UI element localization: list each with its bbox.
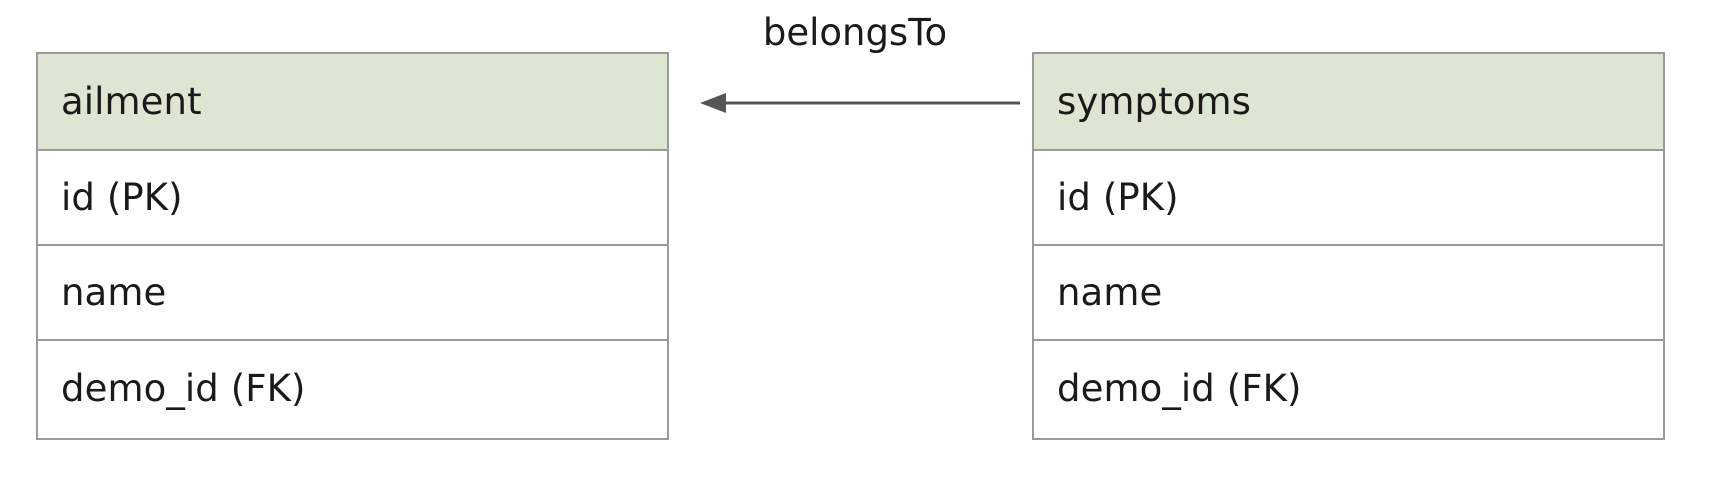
entity-symptoms-field-0: id (PK) xyxy=(1034,151,1663,246)
entity-ailment-field-1: name xyxy=(38,246,667,341)
field-label: id (PK) xyxy=(1057,176,1179,219)
entity-symptoms-field-2: demo_id (FK) xyxy=(1034,341,1663,436)
entity-ailment-header: ailment xyxy=(38,54,667,151)
relationship-label-belongsto: belongsTo xyxy=(762,11,948,54)
field-label: id (PK) xyxy=(61,176,183,219)
entity-ailment-title: ailment xyxy=(61,80,202,123)
entity-symptoms-field-1: name xyxy=(1034,246,1663,341)
entity-symptoms-title: symptoms xyxy=(1057,80,1251,123)
entity-symptoms[interactable]: symptoms id (PK) name demo_id (FK) xyxy=(1032,52,1665,440)
field-label: demo_id (FK) xyxy=(1057,367,1302,410)
entity-ailment-fields: id (PK) name demo_id (FK) xyxy=(38,151,667,436)
field-label: demo_id (FK) xyxy=(61,367,306,410)
entity-ailment[interactable]: ailment id (PK) name demo_id (FK) xyxy=(36,52,669,440)
field-label: name xyxy=(1057,271,1163,314)
arrowhead-left-icon xyxy=(700,93,726,113)
entity-symptoms-fields: id (PK) name demo_id (FK) xyxy=(1034,151,1663,436)
entity-ailment-field-2: demo_id (FK) xyxy=(38,341,667,436)
field-label: name xyxy=(61,271,167,314)
entity-symptoms-header: symptoms xyxy=(1034,54,1663,151)
entity-ailment-field-0: id (PK) xyxy=(38,151,667,246)
